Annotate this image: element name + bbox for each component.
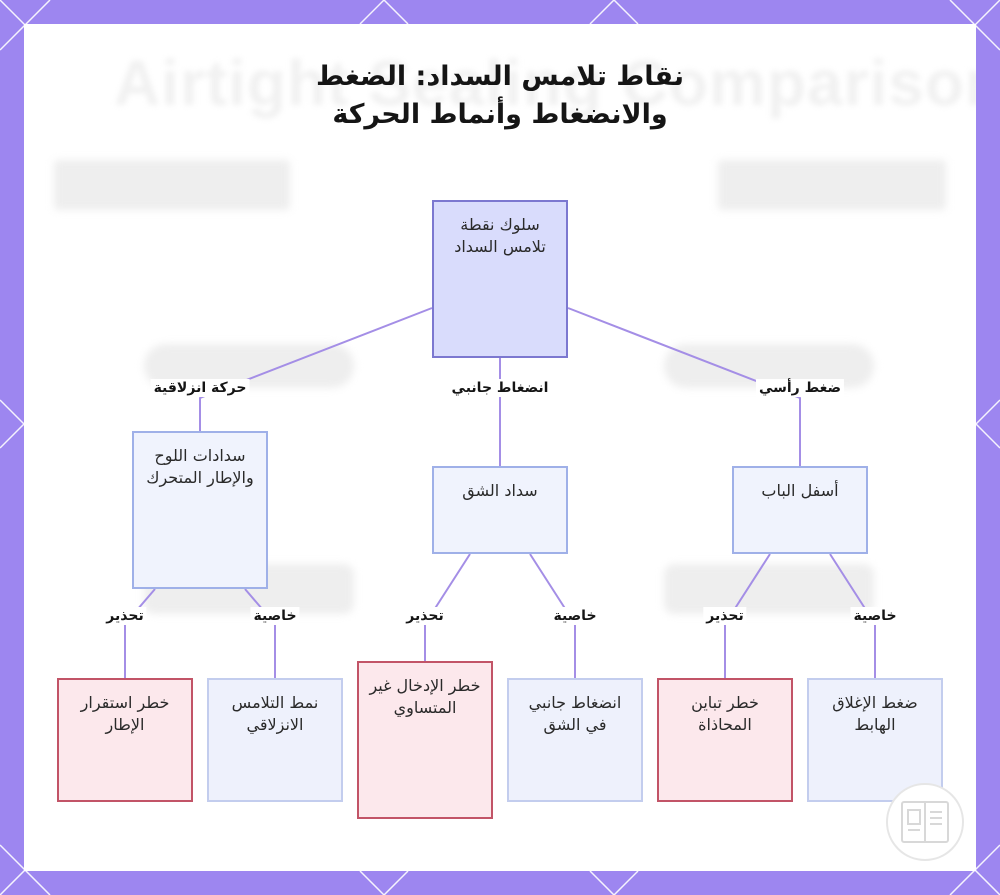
edge-label-sliding-motion: حركة انزلاقية — [150, 379, 250, 397]
node-door-bottom-label: أسفل الباب — [761, 481, 839, 500]
title-line-1: نقاط تلامس السداد: الضغط — [316, 61, 684, 92]
node-slide-property-label: نمط التلامس الانزلاقي — [231, 693, 319, 734]
edge-label-door-warning: تحذير — [703, 607, 747, 625]
title-line-2: والانضغاط وأنماط الحركة — [332, 99, 668, 130]
background-block — [54, 160, 290, 210]
node-slot-warning: خطر الإدخال غير المتساوي — [357, 661, 493, 819]
edge-slide-to-prop — [244, 588, 276, 678]
node-slide-warning: خطر استقرار الإطار — [57, 678, 193, 802]
node-slot-seal: سداد الشق — [432, 466, 568, 554]
node-door-warning: خطر تباين المحاذاة — [657, 678, 793, 802]
node-door-property-label: ضغط الإغلاق الهابط — [832, 693, 918, 734]
edge-root-to-door — [567, 307, 801, 466]
node-root-label: سلوك نقطة تلامس السداد — [454, 215, 546, 256]
edge-root-to-slide — [199, 307, 433, 431]
edge-label-slide-warning: تحذير — [103, 607, 147, 625]
background-watermark-text: Airtight Sealing Comparison — [114, 47, 976, 119]
node-door-property: ضغط الإغلاق الهابط — [807, 678, 943, 802]
node-slot-seal-label: سداد الشق — [462, 481, 538, 500]
edge-label-slot-property: خاصية — [550, 607, 600, 625]
node-slide-warning-label: خطر استقرار الإطار — [80, 693, 170, 734]
node-slot-warning-label: خطر الإدخال غير المتساوي — [369, 676, 481, 717]
background-block — [718, 160, 946, 210]
book-logo-icon — [886, 783, 964, 861]
edge-label-door-property: خاصية — [850, 607, 900, 625]
edge-slide-to-warn — [124, 588, 156, 678]
node-sliding-seals-label: سدادات اللوح والإطار المتحرك — [146, 446, 254, 487]
node-slot-property-label: انضغاط جانبي في الشق — [528, 693, 622, 734]
background-block — [664, 564, 874, 614]
node-door-bottom: أسفل الباب — [732, 466, 868, 554]
edge-label-slide-property: خاصية — [250, 607, 300, 625]
diagram-title: نقاط تلامس السداد: الضغط والانضغاط وأنما… — [150, 58, 850, 134]
node-slot-property: انضغاط جانبي في الشق — [507, 678, 643, 802]
edge-label-slot-warning: تحذير — [403, 607, 447, 625]
node-root: سلوك نقطة تلامس السداد — [432, 200, 568, 358]
node-sliding-seals: سدادات اللوح والإطار المتحرك — [132, 431, 268, 589]
edge-label-lateral-compression: انضغاط جانبي — [448, 379, 552, 397]
node-slide-property: نمط التلامس الانزلاقي — [207, 678, 343, 802]
edge-label-vertical-press: ضغط رأسي — [755, 379, 845, 397]
node-door-warning-label: خطر تباين المحاذاة — [691, 693, 759, 734]
